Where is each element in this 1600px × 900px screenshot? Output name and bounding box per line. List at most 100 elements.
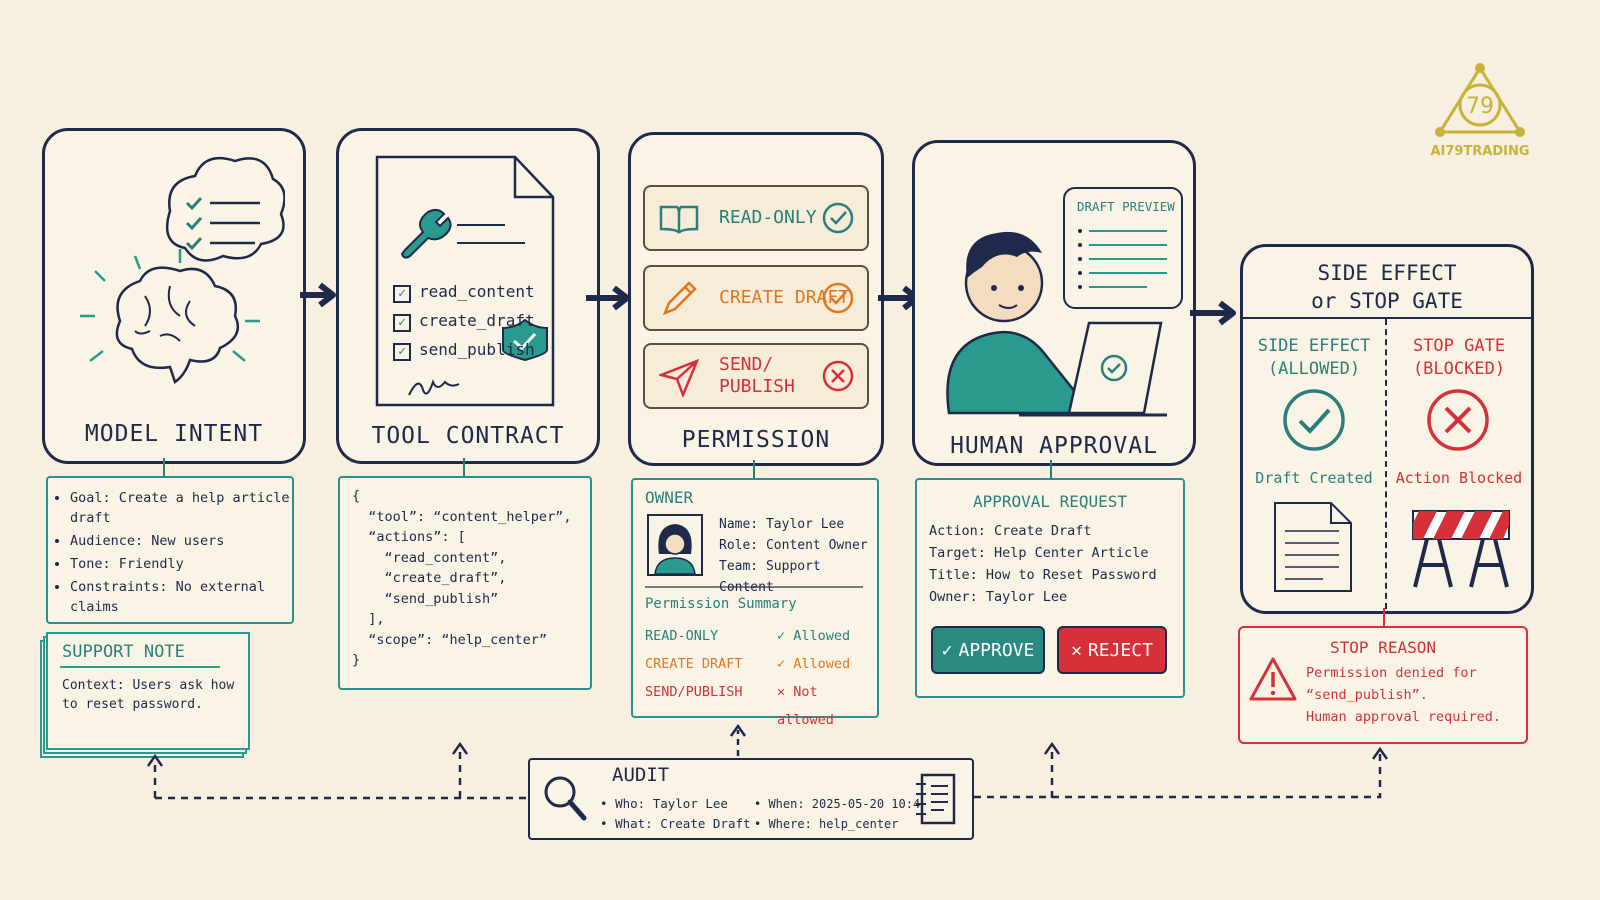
json-line: “actions”: [ xyxy=(352,529,466,545)
reject-button[interactable]: ✕REJECT xyxy=(1057,626,1167,674)
audit-panel: AUDIT • Who: Taylor Lee • What: Create D… xyxy=(528,758,974,840)
audit-link-arrow xyxy=(1043,741,1061,798)
permission-label: CREATE DRAFT xyxy=(719,287,850,308)
allowed-title: SIDE EFFECT xyxy=(1257,336,1371,356)
json-line: } xyxy=(352,652,361,668)
summary-row: CREATE DRAFT✓ Allowed xyxy=(645,656,851,672)
owner-name: Name: Taylor Lee xyxy=(719,517,845,532)
logo-text: AI79TRADING xyxy=(1430,144,1530,159)
permission-summary-title: Permission Summary xyxy=(645,596,797,612)
cross-circle-icon xyxy=(822,360,854,392)
approve-button[interactable]: ✓APPROVE xyxy=(931,626,1045,674)
draft-lines-icon xyxy=(1078,229,1167,289)
blocked-subtitle: (BLOCKED) xyxy=(1412,359,1506,379)
connector-line xyxy=(163,458,165,476)
audit-link-arrow xyxy=(729,723,747,756)
owner-card: OWNER Name: Taylor Lee Role: Content Own… xyxy=(631,478,879,728)
connector-line xyxy=(1383,608,1385,626)
connector-line xyxy=(463,458,465,476)
cross-circle-icon xyxy=(1427,389,1489,451)
warning-icon xyxy=(1249,657,1297,701)
intent-audience: Audience: New users xyxy=(70,531,292,551)
owner-team: Team: Support Content xyxy=(719,559,821,595)
audit-what: • What: Create Draft xyxy=(600,816,751,831)
check-circle-icon xyxy=(822,202,854,234)
audit-where: • Where: help_center xyxy=(754,817,899,831)
stage-title-line2: or STOP GATE xyxy=(1311,289,1463,313)
notebook-icon xyxy=(916,773,956,825)
audit-link-arrow xyxy=(974,746,1389,799)
permission-label: SEND/ PUBLISH xyxy=(719,354,795,397)
flow-arrow-icon xyxy=(300,282,336,308)
brand-logo: 79 AI79TRADING xyxy=(1420,60,1540,160)
check-circle-icon xyxy=(822,282,854,314)
permission-label: READ-ONLY xyxy=(719,207,817,228)
permission-send-publish: SEND/ PUBLISH xyxy=(643,343,869,409)
allowed-subtitle: (ALLOWED) xyxy=(1267,359,1361,379)
owner-heading: OWNER xyxy=(645,488,694,507)
summary-row: SEND/PUBLISH✕ Not allowed xyxy=(645,684,834,728)
avatar xyxy=(647,514,703,576)
approval-target: Target: Help Center Article xyxy=(929,545,1149,561)
stage-human-approval: DRAFT PREVIEW HUMAN APPROVAL xyxy=(912,140,1196,466)
human-reviewer-illustration xyxy=(946,231,1167,417)
contract-check-list: ✓read_content ✓create_draft ✓send_publis… xyxy=(393,277,535,364)
stop-reason-line: Human approval required. xyxy=(1306,709,1502,725)
blocked-caption: Action Blocked xyxy=(1395,469,1523,487)
stop-reason-card: STOP REASON Permission denied for “send_… xyxy=(1238,626,1528,744)
summary-row: READ-ONLY✓ Allowed xyxy=(645,628,851,644)
stage-model-intent: MODEL INTENT xyxy=(42,128,306,464)
checkbox-icon: ✓ xyxy=(393,285,411,303)
approval-action: Action: Create Draft xyxy=(929,523,1092,539)
audit-when: • When: 2025-05-20 10:42 xyxy=(754,797,928,811)
json-line: “create_draft”, xyxy=(352,570,507,586)
json-line: “scope”: “help_center” xyxy=(352,631,548,648)
close-icon: ✕ xyxy=(1071,639,1082,661)
stage-title: HUMAN APPROVAL xyxy=(950,433,1158,459)
json-line: ], xyxy=(352,611,385,627)
stage-tool-contract: ✓read_content ✓create_draft ✓send_publis… xyxy=(336,128,600,464)
stage-title: MODEL INTENT xyxy=(84,421,264,447)
json-line: “send_publish” xyxy=(352,590,499,607)
permission-create-draft: CREATE DRAFT xyxy=(643,265,869,331)
approval-request-title: APPROVAL REQUEST xyxy=(972,492,1128,511)
brain-thought-icon xyxy=(80,156,285,384)
owner-role: Role: Content Owner xyxy=(719,538,868,553)
audit-who: • Who: Taylor Lee xyxy=(600,796,728,811)
audit-link-arrow xyxy=(451,741,469,798)
approval-title: Title: How to Reset Password xyxy=(929,567,1157,583)
intent-note: Goal: Create a help article draft Audien… xyxy=(46,476,294,624)
check-item-read: ✓read_content xyxy=(393,277,535,306)
draft-preview-bubble: DRAFT PREVIEW xyxy=(1063,187,1183,309)
stop-reason-line: “send_publish”. xyxy=(1306,687,1428,703)
document-icon xyxy=(375,155,555,407)
blocked-title: STOP GATE xyxy=(1412,336,1506,356)
magnifier-icon xyxy=(544,776,587,821)
audit-title: AUDIT xyxy=(612,764,670,786)
approval-request-card: APPROVAL REQUEST Action: Create Draft Ta… xyxy=(915,478,1185,698)
support-note-stack: SUPPORT NOTE Context: Users ask how to r… xyxy=(40,632,250,758)
intent-constraints: Constraints: No external claims xyxy=(70,577,292,617)
flow-arrow-icon xyxy=(1190,300,1236,326)
logo-mark-icon: 79 xyxy=(1435,63,1525,137)
support-note-title: SUPPORT NOTE xyxy=(62,642,185,662)
checkbox-icon: ✓ xyxy=(393,314,411,332)
flow-arrow-icon xyxy=(586,285,630,311)
check-item-send: ✓send_publish xyxy=(393,335,535,364)
svg-text:79: 79 xyxy=(1466,94,1494,119)
audit-link-arrow xyxy=(146,753,530,800)
stage-title: PERMISSION xyxy=(681,427,831,453)
stage-permission: READ-ONLY CREATE DRAFT SEND/ PUBLISH PER… xyxy=(628,132,884,466)
book-icon xyxy=(659,205,699,234)
support-note-text: Context: Users ask how to reset password… xyxy=(62,678,235,712)
connector-line xyxy=(753,460,755,478)
pencil-icon xyxy=(662,281,697,316)
permission-read-only: READ-ONLY xyxy=(643,185,869,251)
approval-owner: Owner: Taylor Lee xyxy=(929,589,1068,605)
intent-tone: Tone: Friendly xyxy=(70,554,292,574)
contract-document: ✓read_content ✓create_draft ✓send_publis… xyxy=(375,155,555,407)
json-line: “read_content”, xyxy=(352,549,507,566)
check-icon: ✓ xyxy=(941,639,953,661)
draft-preview-label: DRAFT PREVIEW xyxy=(1077,199,1175,214)
json-line: “tool”: “content_helper”, xyxy=(352,508,572,525)
